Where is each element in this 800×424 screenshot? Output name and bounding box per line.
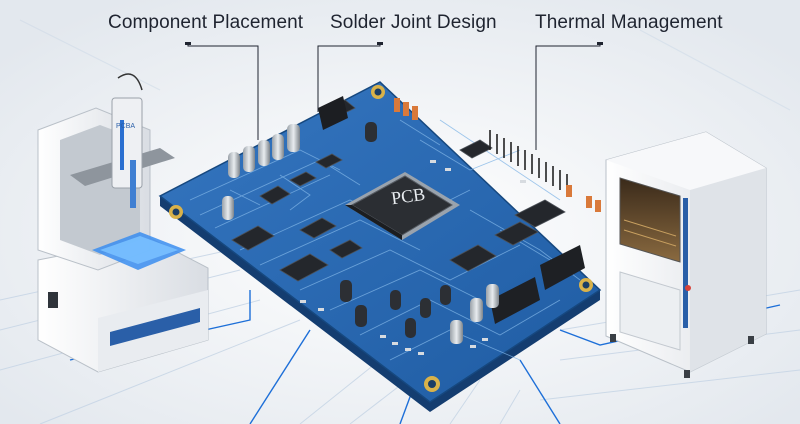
circuit-board-icon: [158, 81, 602, 412]
capacitors: [222, 122, 499, 344]
connectors: [490, 245, 585, 324]
pick-and-place-machine-icon: [37, 73, 209, 373]
component-placement-label: Component Placement: [108, 12, 304, 33]
mounting-holes: [169, 85, 593, 392]
chip-marking: PCB: [390, 184, 426, 209]
orange-components: [394, 98, 601, 212]
ic-chips: [231, 99, 566, 282]
solder-joint-design-label: Solder Joint Design: [330, 12, 497, 33]
reflow-oven-icon: [605, 131, 767, 378]
machine-badge: PCBA: [116, 123, 135, 130]
callout-dots: [185, 42, 603, 45]
smd-parts: [300, 160, 526, 355]
main-processor: [345, 172, 460, 240]
thermal-management-label: Thermal Management: [535, 12, 723, 33]
